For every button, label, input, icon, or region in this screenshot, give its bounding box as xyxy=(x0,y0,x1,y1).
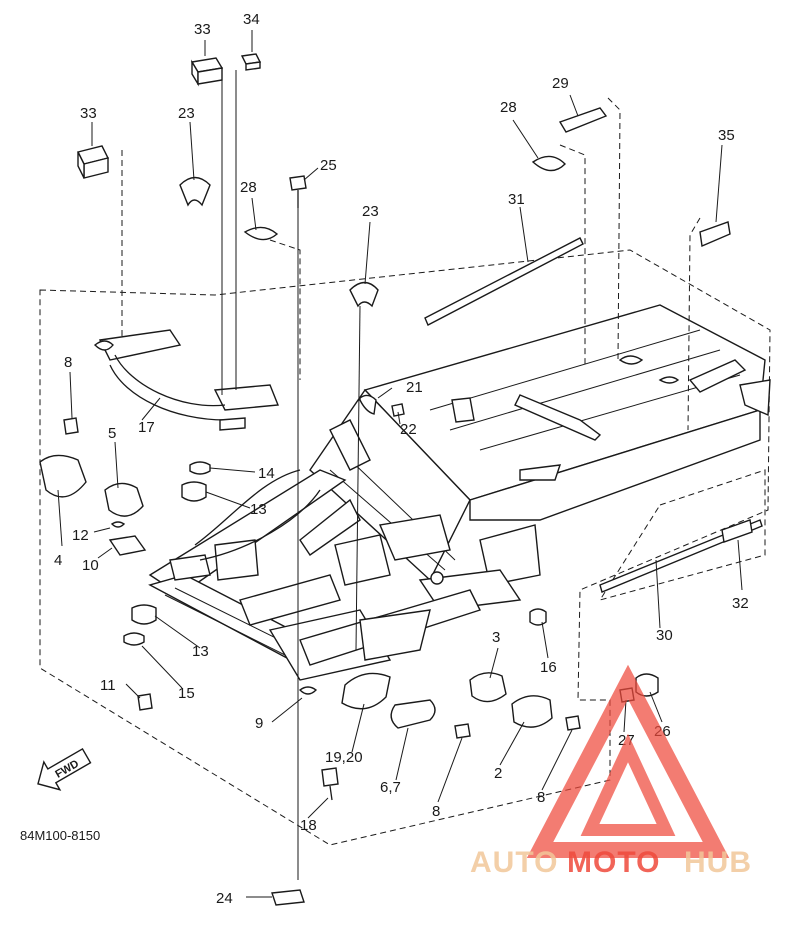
bolt-part-8-center xyxy=(454,723,471,739)
bolt-part-8-left xyxy=(63,417,79,435)
assembly-boundary xyxy=(39,249,771,846)
callout-3: 3 xyxy=(492,629,500,646)
callout-13-upper: 13 xyxy=(250,501,267,518)
callout-18: 18 xyxy=(300,817,317,834)
callout-8-right: 8 xyxy=(537,789,545,806)
clamp-part-23-center xyxy=(349,281,379,308)
washer-part-15 xyxy=(123,632,145,646)
callout-25: 25 xyxy=(320,157,337,174)
bracket-part-21-frame xyxy=(451,397,475,423)
callout-10: 10 xyxy=(82,557,99,574)
bolt-part-25 xyxy=(289,175,307,208)
strip-part-30 xyxy=(599,519,763,593)
watermark-text-hub: HUB xyxy=(684,846,752,879)
leader-lines xyxy=(57,30,743,898)
callout-9: 9 xyxy=(255,715,263,732)
block-part-34 xyxy=(240,53,262,71)
mount-part-5 xyxy=(104,482,144,517)
washer-part-28-right xyxy=(531,155,566,172)
bracket-part-35 xyxy=(699,221,731,248)
bushing-part-13-lower xyxy=(131,604,157,625)
callout-6-7: 6,7 xyxy=(380,779,401,796)
mount-part-2 xyxy=(511,695,553,728)
bushing-part-13-upper xyxy=(181,481,207,502)
front-bumper-part-17 xyxy=(93,329,279,431)
tape-part-32 xyxy=(721,519,753,543)
callout-28-right: 28 xyxy=(500,99,517,116)
watermark-text-moto: MOTO xyxy=(567,846,660,879)
fwd-badge-label: FWD xyxy=(53,758,81,781)
callout-11: 11 xyxy=(100,677,116,694)
bolt-part-18 xyxy=(321,767,339,801)
plate-part-29 xyxy=(558,107,608,133)
washer-part-12 xyxy=(110,521,126,528)
rear-subgroup-boundary xyxy=(598,469,766,601)
callout-33-top: 33 xyxy=(194,21,211,38)
block-part-33-top xyxy=(190,57,224,87)
fwd-arrow-icon: FWD xyxy=(37,747,92,791)
clamp-part-23-left xyxy=(179,176,211,207)
callout-19-20: 19,20 xyxy=(325,749,363,766)
mount-part-4 xyxy=(39,454,87,498)
callout-28-left: 28 xyxy=(240,179,257,196)
mount-part-3 xyxy=(469,672,507,703)
callout-29: 29 xyxy=(552,75,569,92)
watermark-triangle-icon xyxy=(526,664,730,858)
callout-2: 2 xyxy=(494,765,502,782)
watermark-wordmark: AUTO MOTO HUB xyxy=(470,846,752,879)
main-frame xyxy=(148,304,771,681)
callout-34: 34 xyxy=(243,11,260,28)
clip-part-24 xyxy=(271,889,305,906)
bushing-part-16 xyxy=(529,608,547,626)
bushing-part-14 xyxy=(189,461,211,475)
cylinder-part-6-7 xyxy=(390,699,436,729)
mount-part-19-20 xyxy=(341,672,391,710)
callout-8-center: 8 xyxy=(432,803,440,820)
washer-part-28-left xyxy=(243,226,279,241)
plate-part-10 xyxy=(108,535,147,556)
callout-33-left: 33 xyxy=(80,105,97,122)
callout-30: 30 xyxy=(656,627,673,644)
callout-16: 16 xyxy=(540,659,557,676)
bolt-part-22 xyxy=(391,403,405,417)
bracket-part-21 xyxy=(359,394,377,415)
callout-24: 24 xyxy=(216,890,233,907)
callout-35: 35 xyxy=(718,127,735,144)
block-part-33-left xyxy=(76,145,110,179)
callout-13-lower: 13 xyxy=(192,643,209,660)
strip-part-31 xyxy=(424,237,584,326)
callout-labels: 33 34 33 23 29 28 35 25 28 31 23 8 21 22… xyxy=(54,11,749,907)
washer-part-9 xyxy=(298,686,318,695)
callout-23-center: 23 xyxy=(362,203,379,220)
callout-31: 31 xyxy=(508,191,525,208)
callout-5: 5 xyxy=(108,425,116,442)
callout-8-left: 8 xyxy=(64,354,72,371)
callout-21: 21 xyxy=(406,379,423,396)
callout-4: 4 xyxy=(54,552,62,569)
bolt-part-11 xyxy=(137,693,153,711)
callout-15: 15 xyxy=(178,685,195,702)
callout-14: 14 xyxy=(258,465,275,482)
callout-32: 32 xyxy=(732,595,749,612)
callout-12: 12 xyxy=(72,527,89,544)
callout-17: 17 xyxy=(138,419,155,436)
watermark-text-auto: AUTO xyxy=(470,846,558,879)
callout-23-left: 23 xyxy=(178,105,195,122)
callout-22: 22 xyxy=(400,421,417,438)
drawing-code: 84M100-8150 xyxy=(20,828,100,843)
bolt-part-8-right xyxy=(565,715,581,731)
